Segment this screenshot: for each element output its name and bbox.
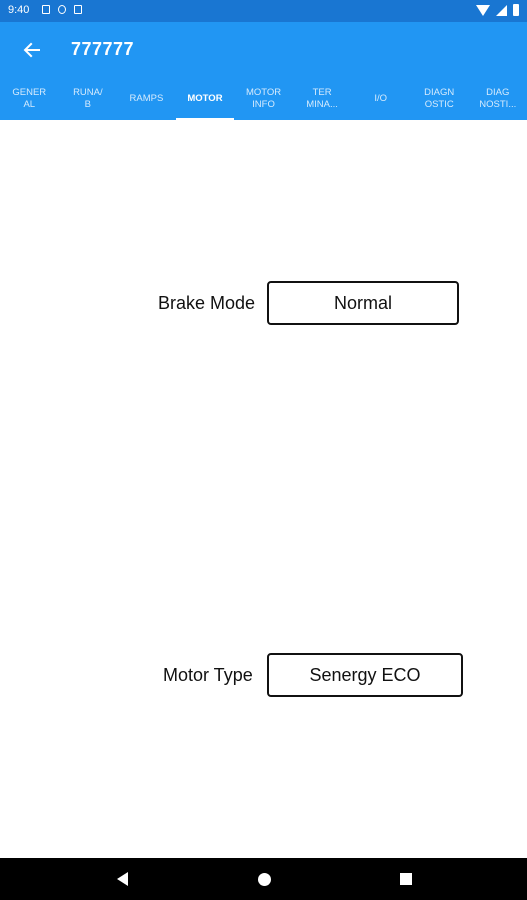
- sim-card-icon: [74, 5, 82, 14]
- motor-type-label: Motor Type: [163, 665, 253, 685]
- tab-terminal[interactable]: TER MINA...: [306, 87, 338, 110]
- notification-icon: [42, 5, 50, 14]
- nav-back-button[interactable]: [102, 858, 142, 900]
- tab-bar: GENER AL RUNA/ B RAMPS MOTOR MOTOR INFO …: [0, 78, 527, 120]
- back-button[interactable]: [18, 36, 46, 64]
- tab-diagnostic[interactable]: DIAGN OSTIC: [424, 87, 455, 110]
- tab-motor-info[interactable]: MOTOR INFO: [245, 87, 282, 110]
- arrow-back-icon: [23, 42, 40, 58]
- brake-mode-label: Brake Mode: [158, 293, 256, 313]
- tab-ramps[interactable]: RAMPS: [129, 93, 164, 104]
- wifi-icon: [476, 4, 490, 16]
- signal-icon: [496, 4, 507, 16]
- back-triangle-icon: [116, 872, 128, 886]
- tab-motor[interactable]: MOTOR: [175, 78, 235, 120]
- tab-diagnostic-more[interactable]: DIAG NOSTI...: [479, 87, 517, 110]
- status-system-icons: [476, 4, 519, 16]
- tab-io[interactable]: I/O: [374, 93, 387, 104]
- status-notifications: [42, 5, 82, 14]
- status-time: 9:40: [8, 4, 30, 16]
- system-nav-bar: [0, 858, 527, 900]
- page-title: 777777: [71, 39, 135, 59]
- tab-runab[interactable]: RUNA/ B: [73, 87, 103, 110]
- nav-home-button[interactable]: [244, 858, 284, 900]
- battery-icon: [513, 4, 519, 16]
- app-bar: 777777 GENER AL RUNA/ B RAMPS MOTOR MOTO…: [0, 22, 527, 120]
- home-circle-icon: [257, 872, 271, 886]
- motor-type-select[interactable]: Senergy ECO: [267, 653, 463, 697]
- status-bar: 9:40: [0, 0, 527, 22]
- brake-mode-select[interactable]: Normal: [267, 281, 459, 325]
- nav-recents-button[interactable]: [386, 858, 426, 900]
- notification-icon: [58, 5, 66, 14]
- recents-square-icon: [400, 873, 412, 885]
- tab-general[interactable]: GENER AL: [12, 87, 47, 110]
